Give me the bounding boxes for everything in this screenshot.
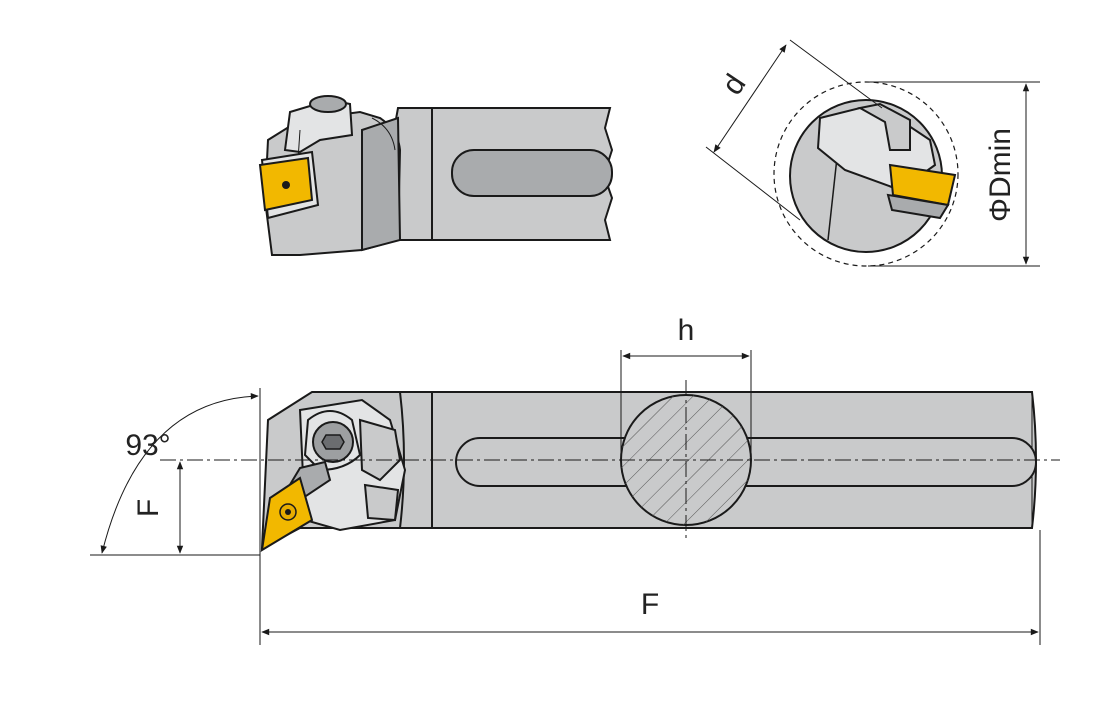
d-ext-1 — [789, 39, 883, 109]
end-view: d ΦDmin — [705, 39, 1040, 267]
top-head-side — [361, 116, 402, 252]
top-clamp-screw — [309, 95, 347, 113]
head-lobe-1 — [358, 418, 402, 482]
top-chip-groove — [371, 117, 396, 151]
dmin-label: ΦDmin — [984, 128, 1017, 222]
angle-arc — [100, 393, 259, 554]
plan-view: h F F 93° — [90, 314, 1060, 645]
d-label: d — [716, 69, 753, 101]
f-vertical-label: F — [132, 499, 165, 517]
f-horizontal-label: F — [641, 588, 659, 621]
d-ext-2 — [705, 146, 801, 221]
top-side-view — [258, 95, 614, 256]
d-dim-line — [713, 44, 787, 153]
top-shank-flat — [451, 149, 613, 197]
head-lobe-2 — [363, 483, 400, 522]
insert-hole-center — [285, 509, 291, 515]
end-insert-seat — [886, 193, 950, 220]
angle-label: 93° — [125, 429, 170, 462]
hex-socket-icon — [321, 434, 345, 450]
end-clamp — [857, 102, 911, 151]
dmin-circle — [773, 81, 959, 267]
top-insert-hole — [282, 181, 290, 189]
h-label: h — [678, 314, 695, 347]
